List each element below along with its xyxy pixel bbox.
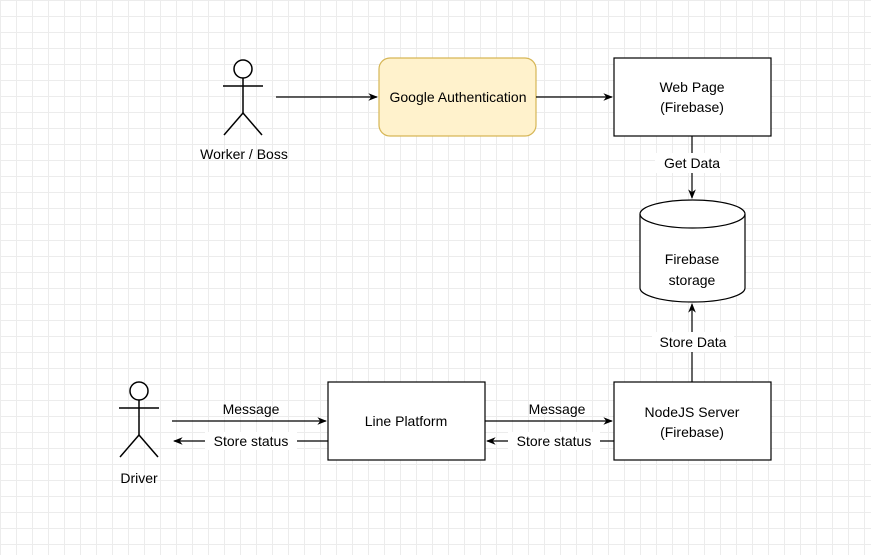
- edge-label-driver-message: Message: [223, 401, 280, 417]
- actor-driver-label: Driver: [120, 470, 158, 486]
- firebase-storage-node[interactable]: Firebase storage: [639, 199, 746, 303]
- firebase-storage-label-line2: storage: [669, 272, 716, 288]
- actor-worker-boss: Worker / Boss: [200, 59, 288, 162]
- line-platform-box: [327, 381, 486, 461]
- firebase-storage-cylinder-rim: [639, 213, 746, 229]
- edge-label-get-data: Get Data: [664, 155, 720, 171]
- nodejs-server-label-line2: (Firebase): [660, 424, 724, 440]
- firebase-storage-label-line1: Firebase: [665, 251, 720, 267]
- web-page-label-line1: Web Page: [659, 79, 724, 95]
- edge-label-bg-server-store-status: [508, 432, 600, 450]
- edge-label-server-message: Message: [529, 401, 586, 417]
- web-page-label-line2: (Firebase): [660, 99, 724, 115]
- edge-label-bg-driver-store-status: [205, 432, 297, 450]
- line-platform-label: Line Platform: [365, 413, 447, 429]
- google-authentication-label: Google Authentication: [390, 89, 527, 105]
- nodejs-server-box: [613, 381, 772, 461]
- edge-label-bg-store-data: [652, 332, 734, 352]
- nodejs-server-label-line1: NodeJS Server: [645, 404, 740, 420]
- edge-label-driver-store-status: Store status: [214, 433, 289, 449]
- edge-label-store-data: Store Data: [660, 334, 727, 350]
- stick-figure-icon: [119, 381, 159, 458]
- google-authentication-node[interactable]: Google Authentication: [378, 57, 537, 137]
- actor-driver: Driver: [119, 381, 159, 486]
- edge-label-bg-get-data: [655, 153, 729, 173]
- line-platform-node[interactable]: Line Platform: [327, 381, 486, 461]
- firebase-storage-cylinder: [639, 199, 746, 303]
- web-page-node[interactable]: Web Page (Firebase): [613, 57, 772, 137]
- web-page-box: [613, 57, 772, 137]
- actor-worker-boss-label: Worker / Boss: [200, 146, 288, 162]
- edge-label-server-store-status: Store status: [517, 433, 592, 449]
- nodejs-server-node[interactable]: NodeJS Server (Firebase): [613, 381, 772, 461]
- stick-figure-icon: [223, 59, 263, 136]
